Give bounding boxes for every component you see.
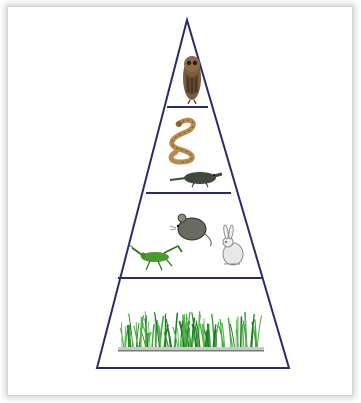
grass-blade bbox=[141, 317, 142, 347]
grass-blade bbox=[146, 315, 147, 347]
grass-blade bbox=[241, 316, 242, 347]
soil-strip-dark bbox=[118, 350, 264, 352]
